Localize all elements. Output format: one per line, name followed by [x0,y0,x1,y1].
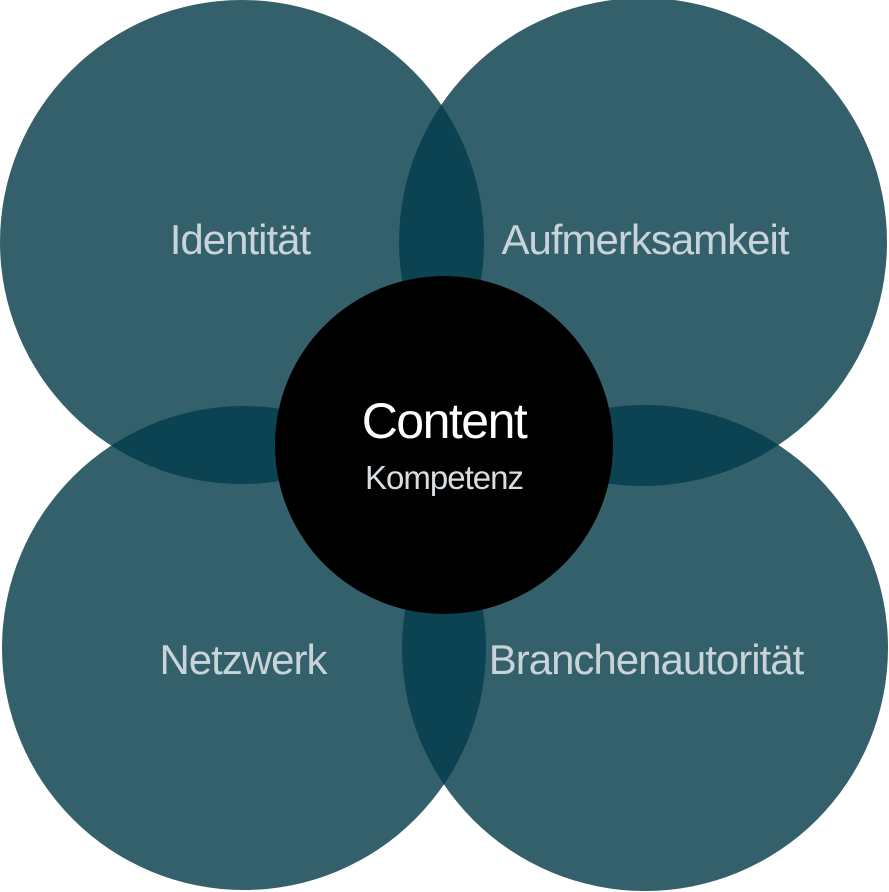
center-subtitle: Kompetenz [365,459,523,496]
label-branchenautoritaet: Branchenautorität [489,636,805,683]
center-title: Content [362,393,528,449]
label-identitaet: Identität [170,216,312,263]
label-netzwerk: Netzwerk [159,636,328,683]
label-aufmerksamkeit: Aufmerksamkeit [501,216,789,263]
center-circle [275,276,613,614]
